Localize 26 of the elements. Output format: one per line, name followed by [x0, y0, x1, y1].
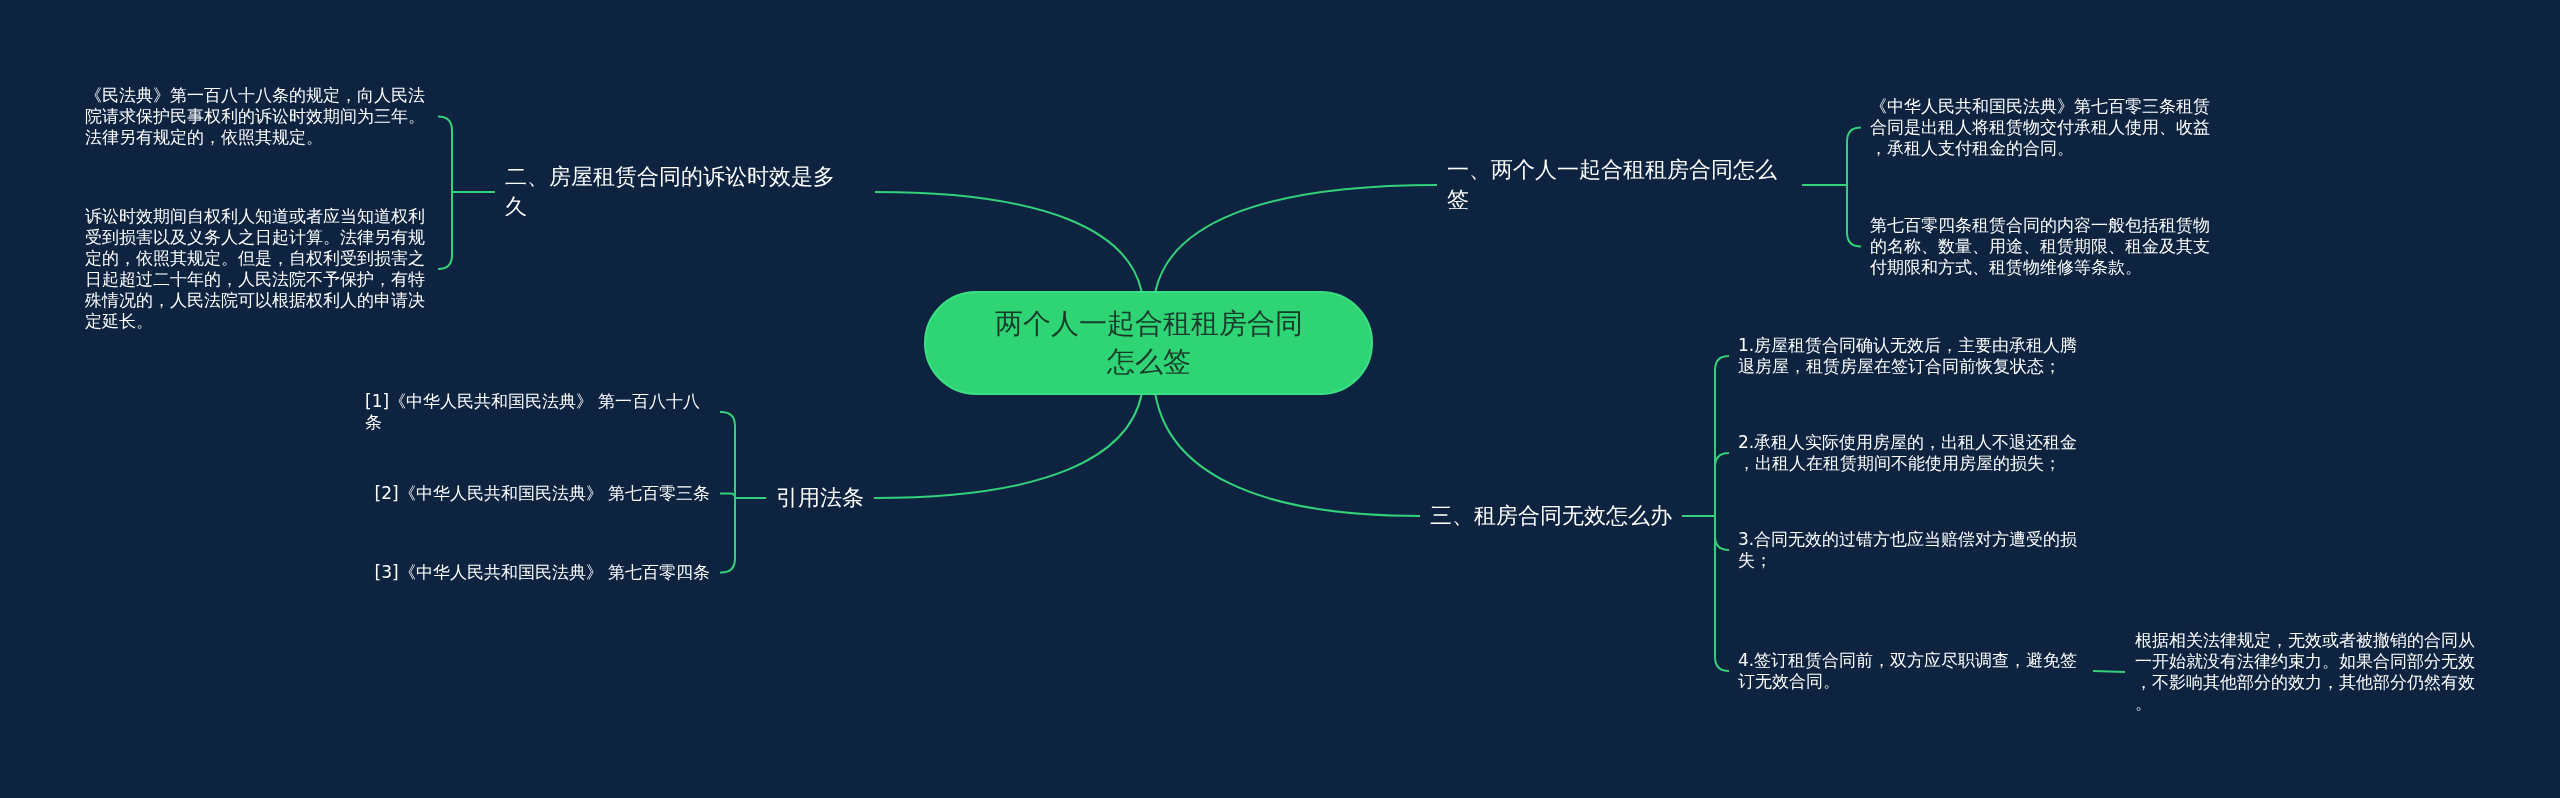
connector-line — [2092, 670, 2126, 673]
curved-connector — [1154, 394, 1421, 517]
bracket-connector — [719, 497, 767, 574]
reference-text: [1]《中华人民共和国民法典》 第一百八十八条 — [355, 391, 720, 433]
branch-topic: 一、两个人一起合租租房合同怎么签 — [1437, 151, 1802, 219]
bracket-connector — [1681, 515, 1730, 672]
note-text: 《中华人民共和国民法典》第七百零三条租赁合同是出租人将租赁物交付承租人使用、收益，承租人支付租金的合同。 — [1860, 96, 2225, 159]
branch-topic: 引用法条 — [766, 479, 874, 517]
central-topic: 两个人一起合租租房合同怎么签 — [924, 291, 1373, 395]
reference-text: [2]《中华人民共和国民法典》 第七百零三条 — [364, 483, 720, 504]
bracket-connector — [1801, 184, 1862, 248]
curved-connector — [874, 191, 1143, 292]
note-text: 4.签订租赁合同前，双方应尽职调查，避免签订无效合同。 — [1728, 650, 2093, 692]
branch-topic: 三、租房合同无效怎么办 — [1420, 497, 1682, 535]
note-text: 1.房屋租赁合同确认无效后，主要由承租人腾退房屋，租赁房屋在签订合同前恢复状态； — [1728, 335, 2093, 377]
curved-connector — [1154, 184, 1438, 292]
curved-connector — [873, 394, 1143, 499]
note-text: 根据相关法律规定，无效或者被撤销的合同从一开始就没有法律约束力。如果合同部分无效，不影响其他部分的效力，其他部分仍然有效。 — [2125, 630, 2490, 714]
reference-text: [3]《中华人民共和国民法典》 第七百零四条 — [364, 562, 720, 583]
note-text: 《民法典》第一百八十八条的规定，向人民法院请求保护民事权利的诉讼时效期间为三年。法律另有规定的，依照其规定。 — [75, 85, 440, 148]
bracket-connector — [437, 191, 496, 270]
branch-topic: 二、房屋租赁合同的诉讼时效是多久 — [495, 158, 875, 226]
note-text: 第七百零四条租赁合同的内容一般包括租赁物的名称、数量、用途、租赁期限、租金及其支付期限和方式、租赁物维修等条款。 — [1860, 215, 2225, 278]
note-text: 2.承租人实际使用房屋的，出租人不退还租金，出租人在租赁期间不能使用房屋的损失； — [1728, 432, 2093, 474]
note-text: 3.合同无效的过错方也应当赔偿对方遭受的损失； — [1728, 529, 2093, 571]
note-text: 诉讼时效期间自权利人知道或者应当知道权利受到损害以及义务人之日起计算。法律另有规定的，依照其规定。但是，自权利受到损害之日起超过二十年的，人民法院不予保护，有特殊情况的，人民法院可以根据权利人的申请决定延长。 — [75, 206, 440, 332]
